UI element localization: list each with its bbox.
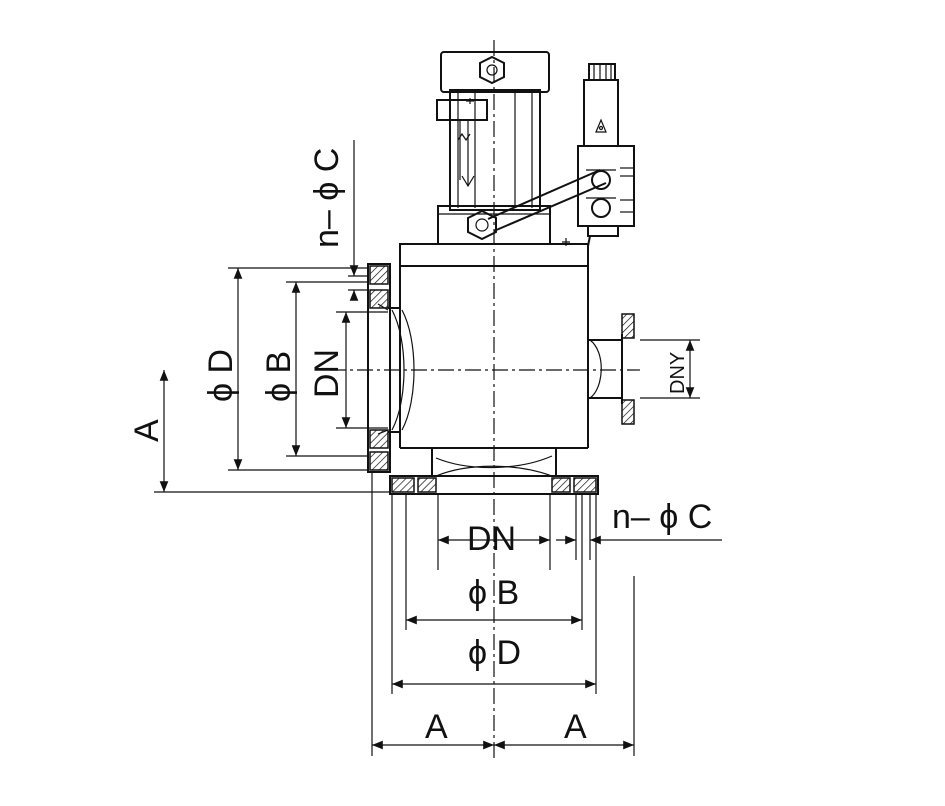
label-phi-b-bottom: ϕ B	[468, 574, 519, 612]
bottom-flange	[389, 475, 599, 495]
label-a-bottom-left: A	[425, 708, 448, 746]
dimension-lines	[154, 140, 722, 756]
label-dn-bottom: DN	[467, 520, 516, 558]
valve-body	[388, 243, 635, 477]
label-dny: DNY	[667, 352, 689, 394]
label-a-left: A	[128, 419, 166, 442]
label-phi-d-left: ϕ D	[202, 349, 240, 402]
label-phi-b-left: ϕ B	[260, 351, 298, 402]
label-n-phi-c-left: n– ϕ C	[308, 148, 346, 248]
label-a-bottom-right: A	[564, 708, 587, 746]
label-n-phi-c-bottom: n– ϕ C	[612, 498, 712, 536]
left-flange	[367, 263, 391, 473]
dimension-labels: n– ϕ C ϕ D ϕ B DN A DNY n– ϕ C DN ϕ B ϕ …	[128, 148, 712, 746]
solenoid-valve	[562, 63, 635, 247]
label-dn-left: DN	[308, 349, 346, 398]
actuator-cylinder	[436, 51, 607, 245]
label-phi-d-bottom: ϕ D	[468, 634, 521, 672]
